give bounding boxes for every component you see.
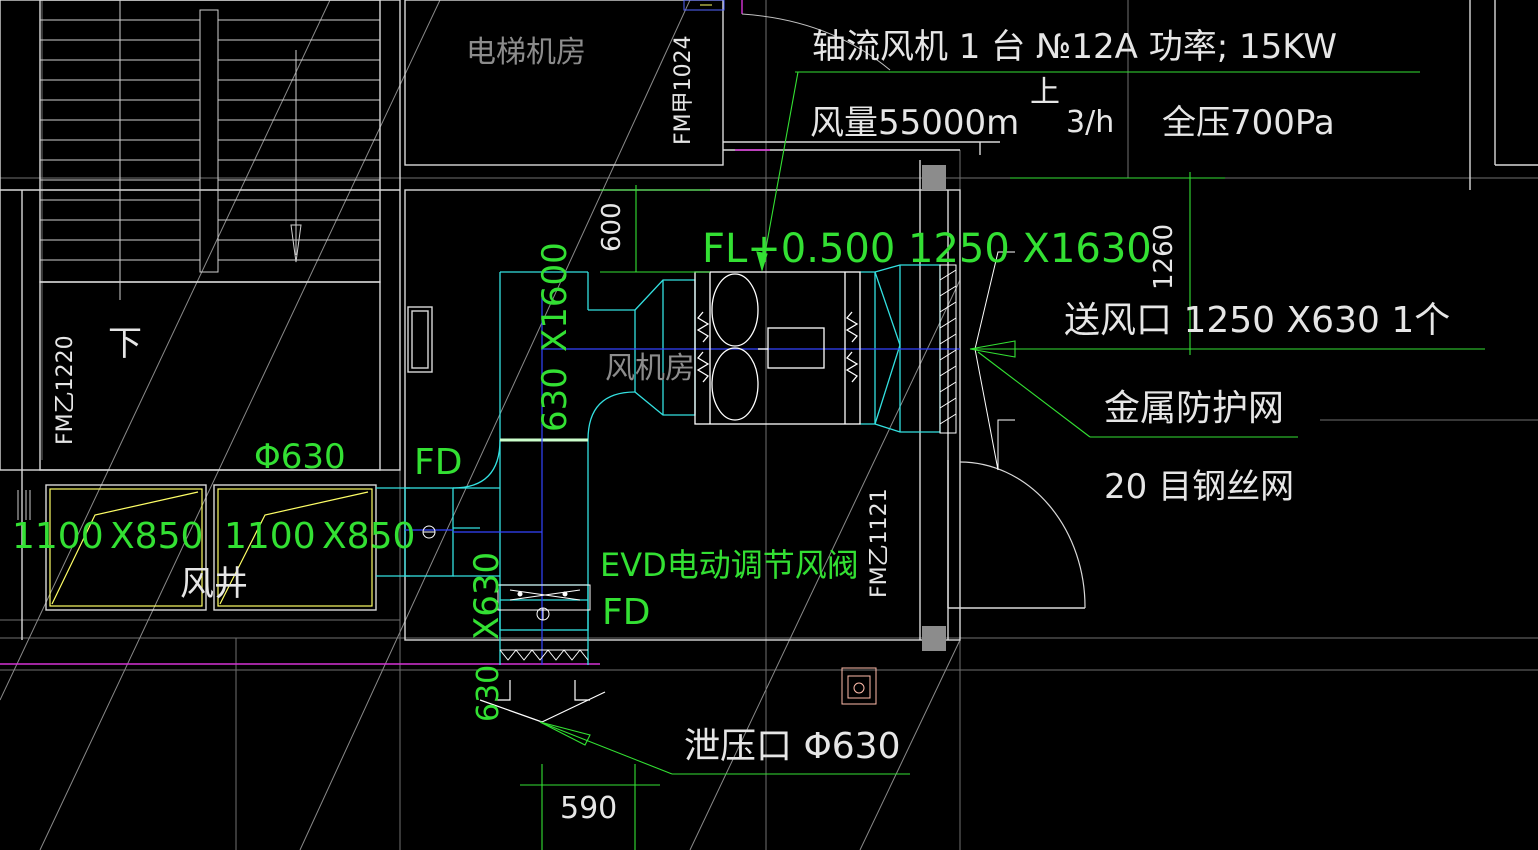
column-top [922,165,946,190]
fd-upper-label: FD [414,442,462,483]
evd-label: EVD电动调节风阀 [600,546,859,584]
dim-590-label: 590 [560,791,617,826]
elevator-room-label: 电梯机房 [466,35,586,70]
diagonal-lines [0,0,961,850]
stair-down-label: 下 [108,324,142,364]
relief-outlet-label: 泄压口 Φ630 [684,726,901,767]
supply-grille [939,251,1015,471]
supply-outlet-label: 送风口 1250 X630 1个 [1064,300,1450,341]
shaft-label: 风井 [180,564,248,604]
duct-x850-left-label: X850 [110,516,203,557]
door-fm-jia-1024-label: FM甲1024 [671,35,696,145]
fl-dimension-label: FL+0.500 1250 X1630 [702,226,1152,272]
wire-mesh-label: 20 目钢丝网 [1104,467,1294,507]
fan-spec-pressure: 全压700Pa [1162,103,1335,143]
hatch-left [17,490,31,520]
metal-mesh-label: 金属防护网 [1104,388,1284,429]
fan-room-label: 风机房 [605,351,695,386]
fd-lower-label: FD [602,592,650,633]
duct-x630-lower-label: X630 [467,552,507,640]
fan-spec-line1: 轴流风机 1 台 №12A 功率; 15KW [812,27,1337,67]
duct-630-vertical-label: 630 [535,367,575,432]
duct-1100-right-label: 1100 [224,516,316,557]
floor-drain-icon [841,667,877,705]
labels: 电梯机房 FM甲1024 FM乙1220 FM乙1121 下 上 风机房 风井 … [12,27,1450,826]
duct-x850-right-label: X850 [322,516,415,557]
axial-fan-unit [694,271,861,425]
top-door [683,0,891,71]
annotation-leaders [520,71,1485,850]
dim-1260-label: 1260 [1149,224,1179,290]
column-bottom [922,626,946,651]
relief-outlet-symbol [479,680,606,723]
duct-1100-left-label: 1100 [12,516,104,557]
door-swing-arc [959,461,1086,609]
stair-treads [40,0,380,300]
door-fm-yi-1121-label: FM乙1121 [867,488,892,598]
fan-spec-unit: 3/h [1066,105,1114,140]
phi630-top-label: Φ630 [254,437,346,477]
duct-630-bottom-label: 630 [471,665,506,722]
fire-damper-fd-upper [422,525,436,539]
stair-up-label: 上 [1030,75,1060,110]
air-shafts [45,484,377,611]
dim-600-label: 600 [597,202,627,252]
fan-spec-line2: 风量55000m [810,103,1019,143]
walls [0,0,1538,641]
evd-damper [497,584,591,661]
axis-lines [405,290,960,665]
duct-x1600-label: X1600 [535,242,575,352]
door-fm-yi-1220-label: FM乙1220 [53,335,78,445]
